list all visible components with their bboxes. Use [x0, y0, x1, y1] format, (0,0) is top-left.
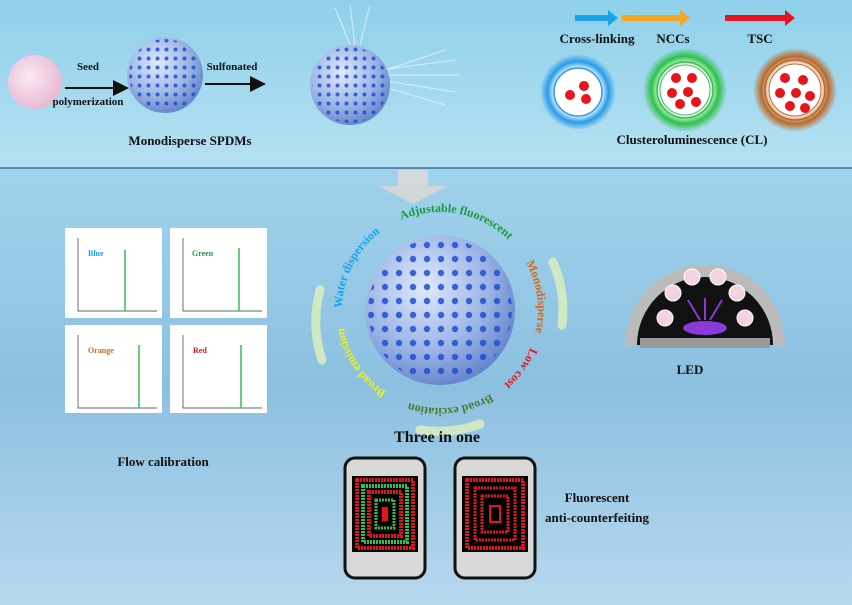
phone-red-pattern [453, 456, 537, 580]
flow-panel-orange: Orange [65, 325, 162, 413]
caption-clusteroluminescence: Clusteroluminescence (CL) [616, 132, 767, 147]
center-porous-sphere [365, 235, 515, 385]
flow-label-red: Red [193, 346, 207, 355]
flow-panel-green: Green [170, 228, 267, 318]
flow-label-orange: Orange [88, 346, 114, 355]
caption-monodisperse-spdms: Monodisperse SPDMs [128, 133, 251, 148]
step-label-sulfonated: Sulfonated [207, 61, 258, 73]
cl-particle-green [643, 48, 727, 132]
flow-panel-red: Red [170, 325, 267, 413]
caption-flow-calibration: Flow calibration [117, 454, 209, 469]
seed-sphere [8, 55, 62, 109]
cycle-arrows-icon [311, 257, 568, 436]
caption-led: LED [677, 362, 704, 377]
arrow-icon [575, 10, 618, 26]
sulfonated-sphere [310, 4, 460, 125]
phone-green-red-pattern [343, 456, 427, 580]
arrow-icon [622, 10, 690, 26]
label-cross-linking: Cross-linking [560, 31, 635, 46]
flow-panel-blue: Blue [65, 228, 162, 318]
down-arrow-icon [378, 170, 448, 204]
cl-particle-blue [540, 54, 616, 130]
cl-step-arrows [575, 10, 795, 26]
cl-particle-orange [753, 48, 837, 132]
caption-three-in-one: Three in one [394, 429, 480, 446]
flow-label-green: Green [192, 249, 214, 258]
step-label-polymerization: polymerization [53, 96, 124, 108]
step-label-seed: Seed [77, 61, 99, 73]
flow-label-blue: Blue [88, 249, 104, 258]
label-nccs: NCCs [656, 31, 689, 46]
caption-fluorescent: Fluorescent [565, 490, 630, 505]
led-device [625, 265, 785, 348]
porous-sphere [127, 37, 203, 113]
caption-anti-counterfeiting: anti-counterfeiting [545, 510, 649, 525]
arrow-icon [725, 10, 795, 26]
label-tsc: TSC [747, 31, 772, 46]
